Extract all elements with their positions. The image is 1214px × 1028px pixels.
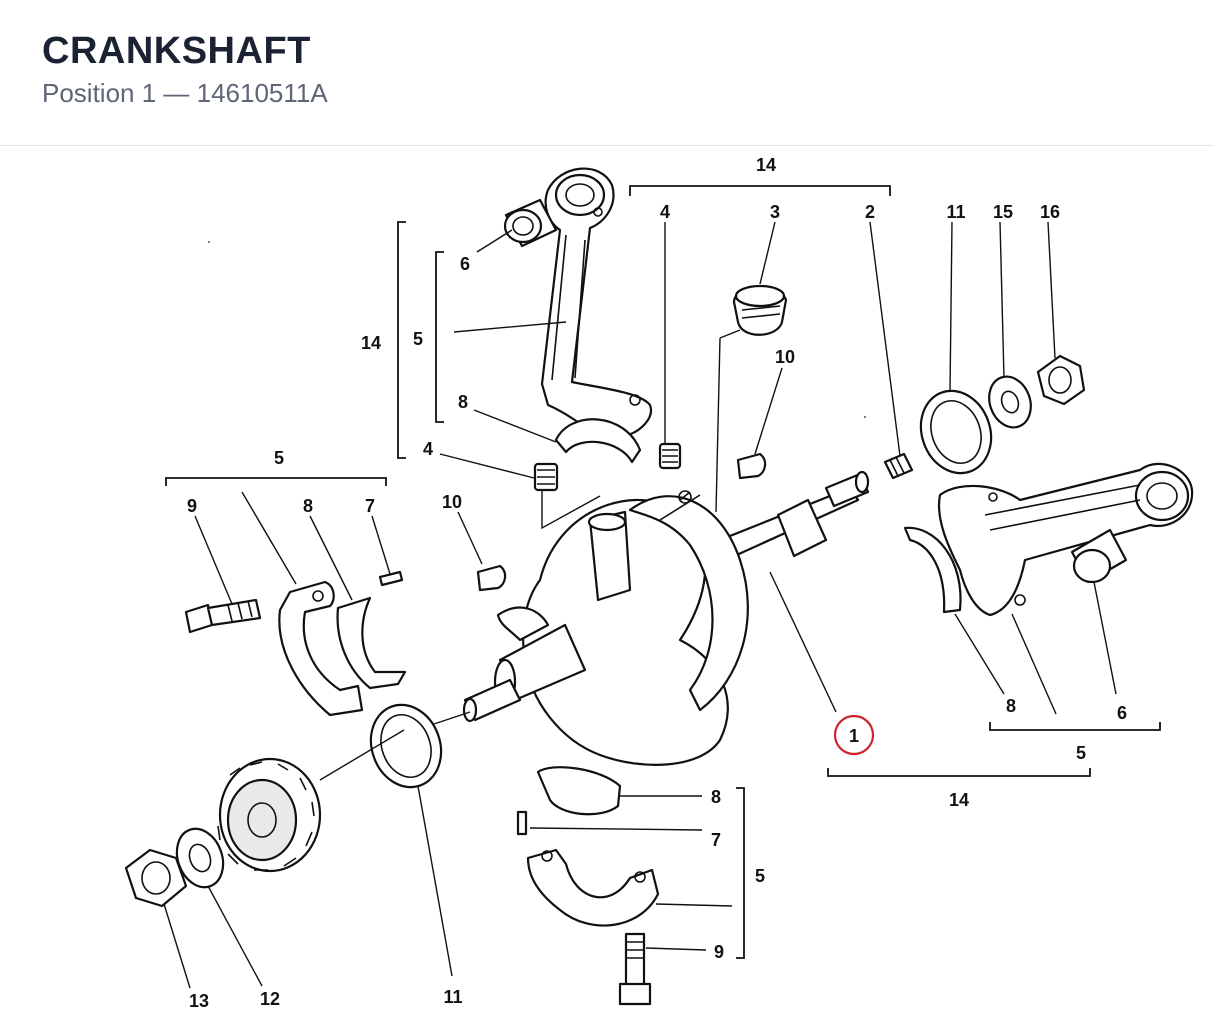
callout-5-bottom[interactable]: 5 <box>755 866 765 886</box>
highlight-ring <box>833 714 875 756</box>
callout-16[interactable]: 16 <box>1040 202 1060 222</box>
callout-6-top[interactable]: 6 <box>460 254 470 274</box>
callout-12[interactable]: 12 <box>260 989 280 1009</box>
connecting-rod-top[interactable] <box>540 167 653 442</box>
bolt-left[interactable] <box>184 598 262 634</box>
thrust-washer-front[interactable] <box>360 695 453 797</box>
nut-16[interactable] <box>1036 354 1086 406</box>
callout-8-top[interactable]: 8 <box>458 392 468 412</box>
washer-15[interactable] <box>982 371 1037 434</box>
rod-cap-left[interactable] <box>278 580 364 717</box>
leader-lines <box>163 221 1117 989</box>
callout-5-right[interactable]: 5 <box>1076 743 1086 763</box>
callout-15[interactable]: 15 <box>993 202 1013 222</box>
callout-1[interactable]: 1 <box>849 726 859 746</box>
callout-4-mid[interactable]: 4 <box>423 439 433 459</box>
timing-gear[interactable] <box>217 757 322 873</box>
dowel-pin-bottom[interactable] <box>516 810 528 836</box>
group-brackets <box>165 185 1161 959</box>
page-title: CRANKSHAFT <box>42 30 311 72</box>
connecting-rod-right[interactable] <box>937 462 1194 617</box>
woodruff-key-mid[interactable] <box>476 564 507 592</box>
small-end-bush-top[interactable] <box>503 198 558 248</box>
grub-screw-top[interactable] <box>658 442 682 470</box>
callout-2[interactable]: 2 <box>865 202 875 222</box>
rod-cap-bottom[interactable] <box>526 848 660 927</box>
plug-3[interactable] <box>732 284 788 336</box>
callout-1-highlight[interactable]: 1 <box>833 714 875 756</box>
callout-10-mid[interactable]: 10 <box>442 492 462 512</box>
callout-6-right[interactable]: 6 <box>1117 703 1127 723</box>
callout-14-top[interactable]: 14 <box>756 155 776 175</box>
grub-screw-mid[interactable] <box>533 462 559 492</box>
crankshaft[interactable] <box>462 470 870 766</box>
callout-4-top[interactable]: 4 <box>660 202 670 222</box>
callout-14-left[interactable]: 14 <box>361 333 381 353</box>
callouts: 14 4 3 2 11 15 16 6 14 5 10 8 4 5 10 9 8… <box>187 155 1127 1011</box>
callout-13[interactable]: 13 <box>189 991 209 1011</box>
grub-screw-2[interactable] <box>883 452 914 480</box>
callout-5-left[interactable]: 5 <box>413 329 423 349</box>
bearing-shell-top[interactable] <box>554 418 642 464</box>
stray-dot <box>208 241 210 243</box>
callout-8-bottom[interactable]: 8 <box>711 787 721 807</box>
callout-8-right[interactable]: 8 <box>1006 696 1016 716</box>
bearing-shell-left[interactable] <box>336 596 407 690</box>
small-end-bush-right[interactable] <box>1070 528 1128 584</box>
bearing-shell-right[interactable] <box>903 526 962 614</box>
nut-13[interactable] <box>124 848 188 908</box>
page-subtitle: Position 1 — 14610511A <box>42 78 328 108</box>
callout-7-left[interactable]: 7 <box>365 496 375 516</box>
callout-9-left[interactable]: 9 <box>187 496 197 516</box>
thrust-washer-right[interactable] <box>910 381 1003 483</box>
callout-10-top[interactable]: 10 <box>775 347 795 367</box>
stray-dot <box>864 416 866 418</box>
exploded-parts-diagram: 14 4 3 2 11 15 16 6 14 5 10 8 4 5 10 9 8… <box>124 155 1194 1011</box>
callout-8-left[interactable]: 8 <box>303 496 313 516</box>
bolt-bottom[interactable] <box>618 932 652 1006</box>
page-header: CRANKSHAFT Position 1 — 14610511A <box>0 0 1214 146</box>
callout-14-bottom[interactable]: 14 <box>949 790 969 810</box>
dowel-pin-left[interactable] <box>378 570 404 587</box>
woodruff-key-top[interactable] <box>736 452 767 480</box>
callout-5-mid[interactable]: 5 <box>274 448 284 468</box>
callout-11-top[interactable]: 11 <box>946 202 965 222</box>
callout-9-bottom[interactable]: 9 <box>714 942 724 962</box>
callout-11-bottom[interactable]: 11 <box>443 987 462 1007</box>
callout-3[interactable]: 3 <box>770 202 780 222</box>
bearing-shell-bottom[interactable] <box>536 766 622 816</box>
callout-7-bottom[interactable]: 7 <box>711 830 721 850</box>
